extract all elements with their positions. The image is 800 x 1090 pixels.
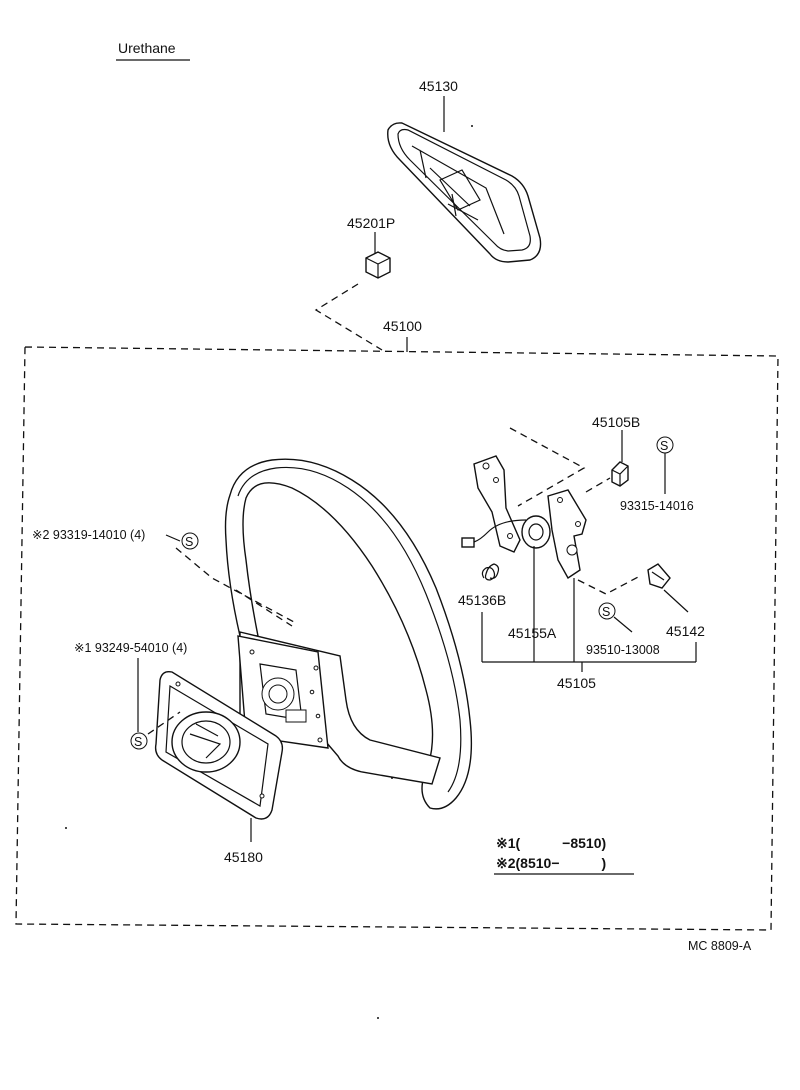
spring-45136b bbox=[481, 563, 500, 581]
column-plate-45180 bbox=[154, 670, 284, 820]
label-93315-14016: 93315-14016 bbox=[620, 499, 694, 513]
assembly-frame bbox=[15, 346, 779, 931]
group-bracket-45105 bbox=[481, 546, 697, 672]
steering-wheel-45100 bbox=[224, 458, 473, 810]
horn-wire-connector bbox=[461, 537, 475, 548]
label-45136b: 45136B bbox=[458, 592, 506, 608]
label-45105: 45105 bbox=[557, 675, 596, 691]
note-1: ※1( −8510) bbox=[496, 835, 606, 851]
label-45100: 45100 bbox=[383, 318, 422, 334]
label-45105b: 45105B bbox=[592, 414, 640, 430]
note-2: ※2(8510− ) bbox=[496, 855, 606, 871]
horn-contact-plate-left bbox=[473, 455, 521, 553]
symbol-s-93315-text: S bbox=[660, 439, 668, 453]
symbol-s-93319-text: S bbox=[185, 535, 193, 549]
horn-pad-45130 bbox=[387, 122, 542, 263]
diagram-title: Urethane bbox=[118, 40, 176, 56]
symbol-s-93510-text: S bbox=[602, 605, 610, 619]
symbol-s-93249-text: S bbox=[134, 735, 142, 749]
label-93319-14010: ※2 93319-14010 (4) bbox=[32, 528, 145, 542]
label-45142: 45142 bbox=[666, 623, 705, 639]
label-45180: 45180 bbox=[224, 849, 263, 865]
label-45155a: 45155A bbox=[508, 625, 557, 641]
symbol-s-93249 bbox=[130, 732, 148, 750]
footer-code: MC 8809-A bbox=[688, 939, 752, 953]
nut-45201p bbox=[365, 251, 391, 279]
horn-contact-ring-45155a bbox=[521, 515, 551, 549]
symbol-s-93319 bbox=[181, 532, 199, 550]
label-45130: 45130 bbox=[419, 78, 458, 94]
label-45201p: 45201P bbox=[347, 215, 395, 231]
clip-45142 bbox=[647, 563, 671, 589]
label-93510-13008: 93510-13008 bbox=[586, 643, 660, 657]
symbol-s-93510 bbox=[598, 602, 616, 620]
label-93249-54010: ※1 93249-54010 (4) bbox=[74, 641, 187, 655]
bushing-45105b bbox=[611, 461, 629, 487]
horn-wire bbox=[473, 519, 527, 543]
horn-contact-plate-right bbox=[547, 489, 587, 580]
